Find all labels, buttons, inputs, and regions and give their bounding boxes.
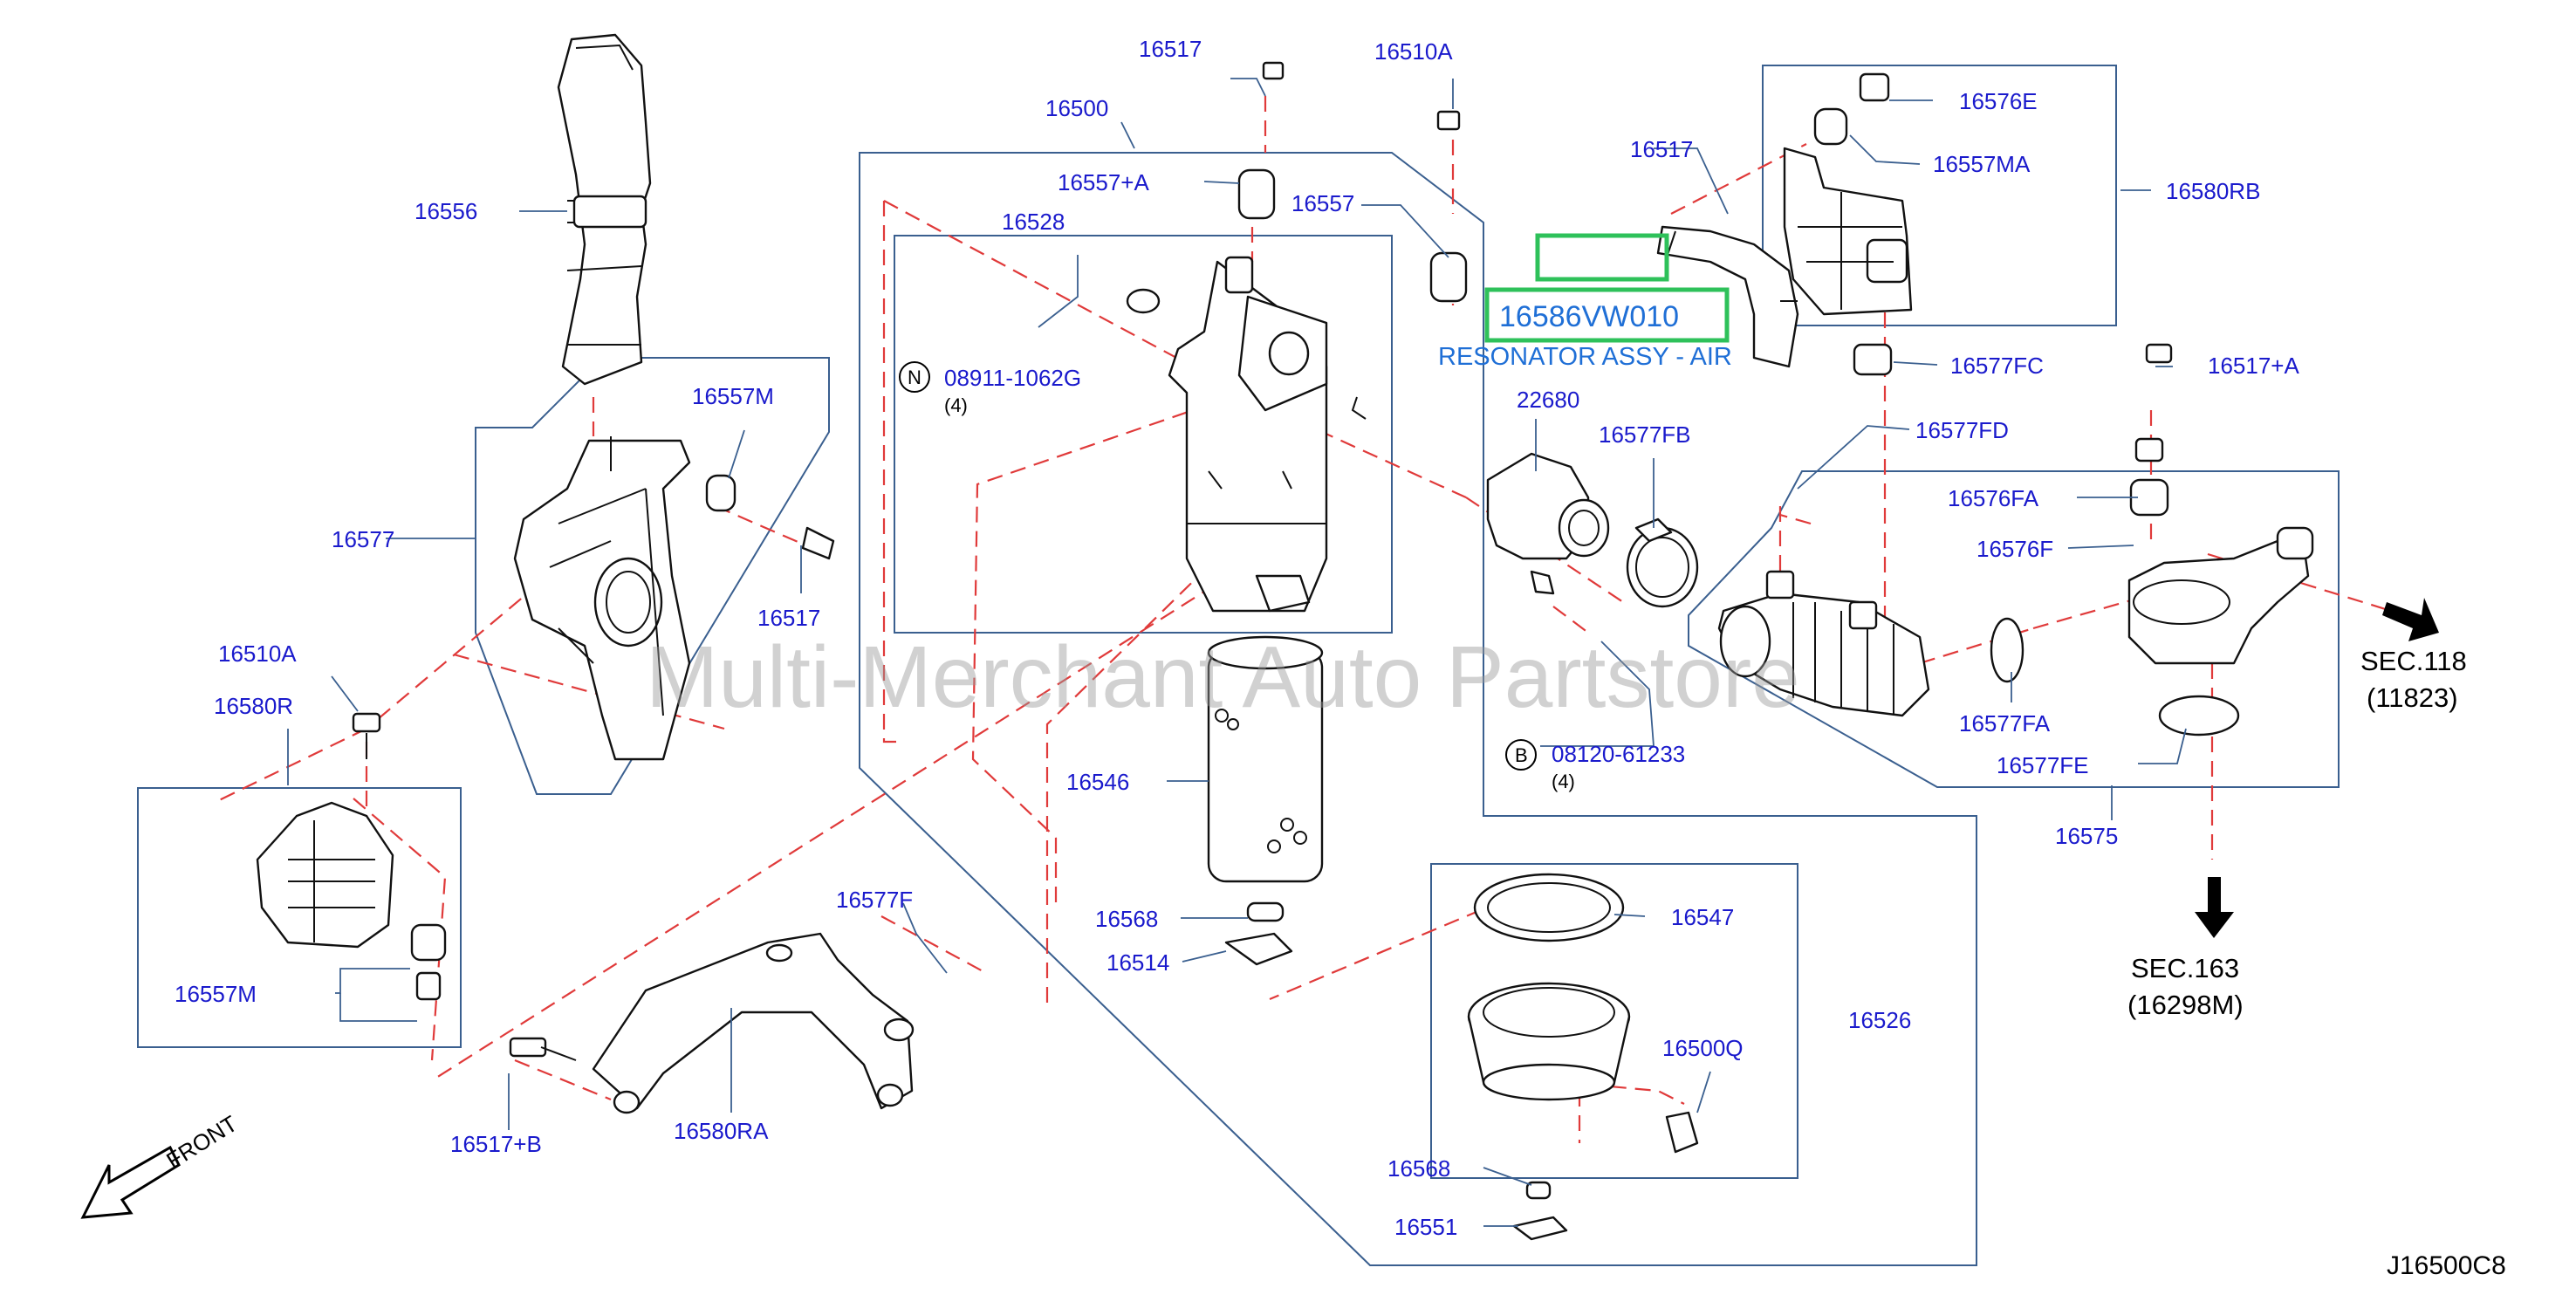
callout-08911-qty: (4) — [944, 394, 968, 416]
callout-16568-bottom[interactable]: 16568 — [1387, 1155, 1450, 1182]
callout-16576e[interactable]: 16576E — [1959, 88, 2038, 114]
callout-16577fb[interactable]: 16577FB — [1599, 421, 1691, 448]
callout-22680[interactable]: 22680 — [1517, 387, 1579, 413]
callout-16551[interactable]: 16551 — [1394, 1214, 1457, 1240]
highlight-box-16580rc — [1535, 233, 1669, 282]
watermark-text: Multi-Merchant Auto Partstore — [646, 628, 1800, 726]
callout-16500[interactable]: 16500 — [1045, 95, 1108, 121]
callout-16556[interactable]: 16556 — [414, 198, 477, 224]
upper-duct-fitting — [2127, 343, 2314, 737]
callout-16557[interactable]: 16557 — [1291, 190, 1354, 216]
callout-16517-right[interactable]: 16517 — [1630, 136, 1693, 162]
bracket-16580ra — [509, 932, 915, 1114]
callout-16580rb[interactable]: 16580RB — [2166, 178, 2260, 204]
highlighted-part-description: RESONATOR ASSY - AIR — [1438, 343, 1732, 371]
callout-08911-symbol: N — [908, 367, 921, 388]
frame-16575 — [1688, 470, 2340, 788]
air-duct-16556 — [557, 33, 652, 386]
callout-08120-61233[interactable]: 08120-61233 — [1552, 741, 1685, 767]
sec118-ref[interactable]: (11823) — [2367, 682, 2458, 713]
clamp-16577fb — [1626, 517, 1699, 608]
callout-16577fe[interactable]: 16577FE — [1997, 752, 2089, 778]
sec163-label[interactable]: SEC.163 — [2131, 953, 2239, 983]
sec118-label[interactable]: SEC.118 — [2360, 646, 2467, 676]
callout-16546[interactable]: 16546 — [1066, 769, 1129, 795]
callout-16526[interactable]: 16526 — [1848, 1007, 1911, 1033]
highlighted-part-number[interactable]: 16586VW010 — [1499, 300, 1679, 333]
symbol-n-circle — [899, 361, 930, 393]
callout-16575[interactable]: 16575 — [2055, 823, 2118, 849]
callout-16577fd[interactable]: 16577FD — [1915, 417, 2009, 443]
resonator-body-16528 — [1168, 256, 1367, 613]
diagram-code: J16500C8 — [2387, 1251, 2506, 1280]
grommets-top — [1126, 61, 1468, 314]
callout-16528[interactable]: 16528 — [1002, 209, 1065, 235]
callout-16500q[interactable]: 16500Q — [1662, 1035, 1744, 1061]
callout-16576fa[interactable]: 16576FA — [1948, 485, 2039, 511]
callout-16517-plus-b[interactable]: 16517+B — [450, 1131, 542, 1157]
callout-08120-qty: (4) — [1552, 771, 1575, 792]
callout-16517-plus-a[interactable]: 16517+A — [2208, 353, 2299, 379]
front-arrow-icon — [80, 1145, 181, 1219]
callout-08911-1062g[interactable]: 08911-1062G — [944, 365, 1081, 391]
frame-16580r — [137, 787, 462, 1048]
frame-16577 — [475, 357, 830, 795]
callout-16580ra[interactable]: 16580RA — [674, 1118, 769, 1144]
section-references: SEC.118 (11823) SEC.163 (16298M) — [2127, 646, 2467, 1020]
callout-16517-top[interactable]: 16517 — [1139, 36, 1202, 62]
callout-16577fa[interactable]: 16577FA — [1959, 710, 2051, 737]
sec118-arrow-icon — [2382, 598, 2439, 641]
callout-16557m-bottom[interactable]: 16557M — [175, 981, 257, 1007]
group-frames — [137, 65, 2340, 1266]
callout-16547[interactable]: 16547 — [1671, 904, 1734, 930]
callout-labels: 16517 16510A 16500 16557+A 16557 16528 N… — [175, 36, 2299, 1240]
bracket-16580r — [256, 712, 447, 1001]
air-cleaner-case-16577 — [513, 436, 835, 761]
callout-16568-mid[interactable]: 16568 — [1095, 906, 1158, 932]
leader-lines — [287, 78, 2187, 1227]
frame-16580rb — [1762, 65, 2117, 326]
bracket-16580rb — [1783, 72, 1913, 316]
callout-16577fc[interactable]: 16577FC — [1950, 353, 2044, 379]
frame-16500 — [859, 152, 1977, 1266]
front-label: FRONT — [161, 1110, 242, 1174]
sec163-ref[interactable]: (16298M) — [2127, 990, 2244, 1020]
callout-16557-plus-a[interactable]: 16557+A — [1058, 169, 1149, 195]
resonator-hose-16580rc — [1656, 225, 1893, 376]
mass-air-flow-sensor-22680 — [1486, 452, 1610, 595]
frame-16526 — [1430, 863, 1798, 1179]
callout-16577[interactable]: 16577 — [332, 526, 394, 552]
callout-16510a-top[interactable]: 16510A — [1374, 38, 1453, 65]
callout-16557m-top[interactable]: 16557M — [692, 383, 774, 409]
filter-element-16546 — [1207, 635, 1324, 966]
callout-16576f[interactable]: 16576F — [1977, 536, 2053, 562]
lower-case-16526 — [1467, 873, 1699, 1241]
callout-16557ma[interactable]: 16557MA — [1933, 151, 2031, 177]
symbol-b-circle — [1505, 739, 1537, 771]
frame-16528 — [894, 235, 1393, 634]
callout-16577f[interactable]: 16577F — [836, 887, 913, 913]
sec163-arrow-icon — [2195, 877, 2234, 938]
highlight-box-part-number — [1484, 287, 1730, 343]
callout-16514[interactable]: 16514 — [1106, 949, 1169, 976]
callout-08120-symbol: B — [1515, 744, 1528, 766]
highlight-boxes — [1484, 233, 1730, 343]
air-duct-16575 — [1717, 570, 2024, 717]
callout-16510a-left[interactable]: 16510A — [218, 641, 297, 667]
callout-16517-mid[interactable]: 16517 — [757, 605, 820, 631]
callout-16580r[interactable]: 16580R — [214, 693, 293, 719]
